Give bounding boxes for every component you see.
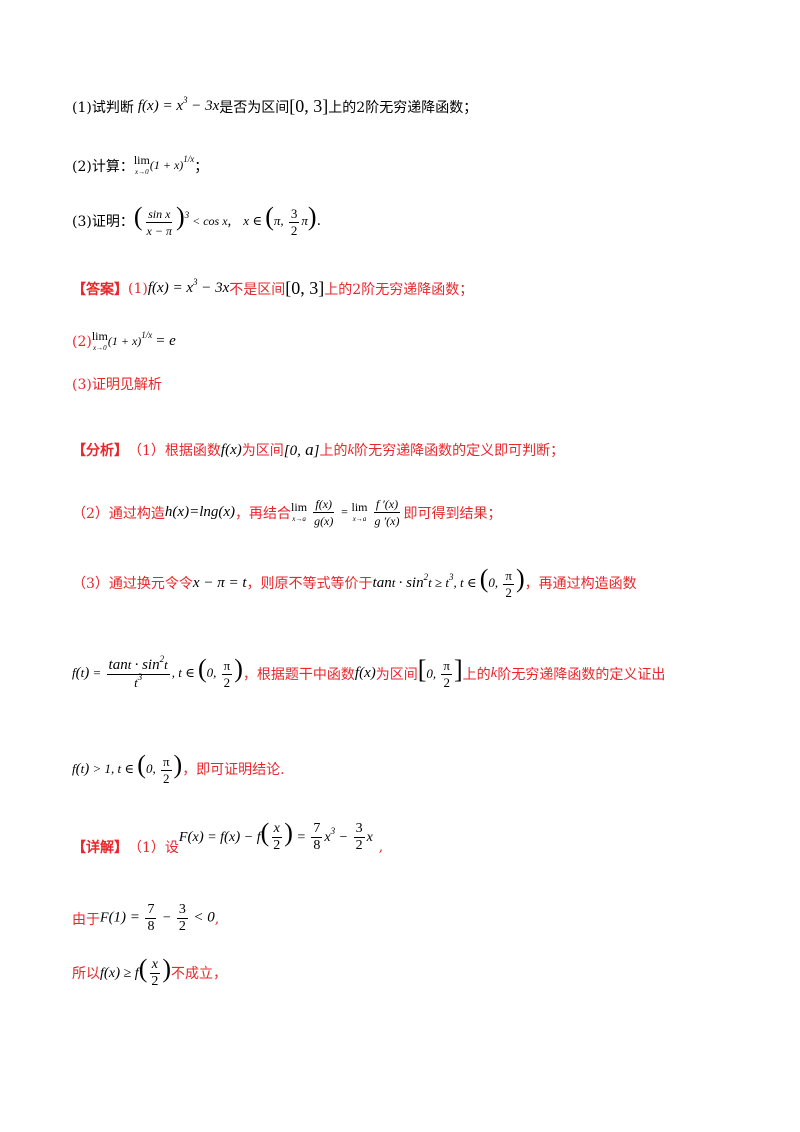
analysis-line-3: （3）通过换元令令 x − π = t ，则原不等式等价于 tant · sin…: [72, 564, 637, 600]
q3-suffix: .: [316, 213, 322, 230]
analysis-s4-b: 为区间: [375, 666, 418, 683]
analysis-s5: ，即可证明结论.: [182, 762, 285, 779]
analysis-label: 【分析】: [72, 443, 128, 459]
q1-suffix: 上的2阶无穷递降函数；: [328, 99, 478, 116]
q2-prefix: (2)计算：: [72, 159, 134, 175]
q1-middle: 是否为区间: [219, 99, 290, 116]
answer-part2-prefix: (2): [72, 334, 92, 350]
answer-part1-prefix: (1): [128, 280, 148, 297]
analysis-s3-c: ，再通过构造函数: [524, 576, 637, 593]
analysis-s1-b: 为区间: [241, 443, 284, 459]
analysis-s4-d: k: [490, 665, 498, 682]
q2-suffix: ；: [194, 159, 209, 175]
analysis-s3-b: ，则原不等式等价于: [246, 576, 373, 593]
answer-line-3: (3)证明见解析: [72, 374, 162, 394]
analysis-s1-a: （1）根据函数: [128, 443, 221, 459]
detail-label: 【详解】: [72, 840, 128, 857]
answer-part3: (3)证明见解析: [72, 377, 162, 393]
detail-s3-b: 不成立，: [171, 966, 228, 983]
analysis-s4-c: 上的: [462, 666, 491, 683]
analysis-s4-e: 阶无穷递降函数的定义证出: [497, 666, 666, 683]
q3-prefix: (3)证明：: [72, 214, 134, 231]
analysis-s3-a: （3）通过换元令令: [72, 576, 193, 593]
analysis-s2-a: （2）通过构造: [72, 505, 165, 522]
question-1: (1)试判断 f(x) = x3 − 3x 是否为区间 [0, 3] 上的2阶无…: [72, 95, 478, 116]
q1-prefix: (1)试判断: [72, 99, 134, 116]
detail-s2-a: 由于: [72, 911, 100, 928]
answer-line-1: 【答案】 (1) f(x) = x3 − 3x 不是区间 [0, 3] 上的2阶…: [72, 277, 474, 298]
analysis-s1-c: 上的: [319, 443, 348, 459]
analysis-line-1: 【分析】 （1）根据函数 f(x) 为区间 [0, a] 上的 k 阶无穷递降函…: [72, 440, 565, 459]
answer-part1-suffix: 上的2阶无穷递降函数；: [324, 281, 474, 298]
answer-label: 【答案】: [72, 281, 128, 298]
analysis-s1-e: 阶无穷递降函数的定义即可判断；: [354, 443, 565, 459]
analysis-s4-a: ，根据题干中函数: [242, 666, 355, 683]
analysis-s2-c: 即可得到结果；: [403, 505, 502, 522]
analysis-s1-d: k: [347, 441, 355, 458]
detail-s1: （1）设: [128, 840, 179, 857]
answer-part1-middle: 不是区间: [229, 281, 286, 298]
analysis-s2-b: ，再结合: [235, 505, 292, 522]
detail-s3-a: 所以: [72, 966, 100, 983]
